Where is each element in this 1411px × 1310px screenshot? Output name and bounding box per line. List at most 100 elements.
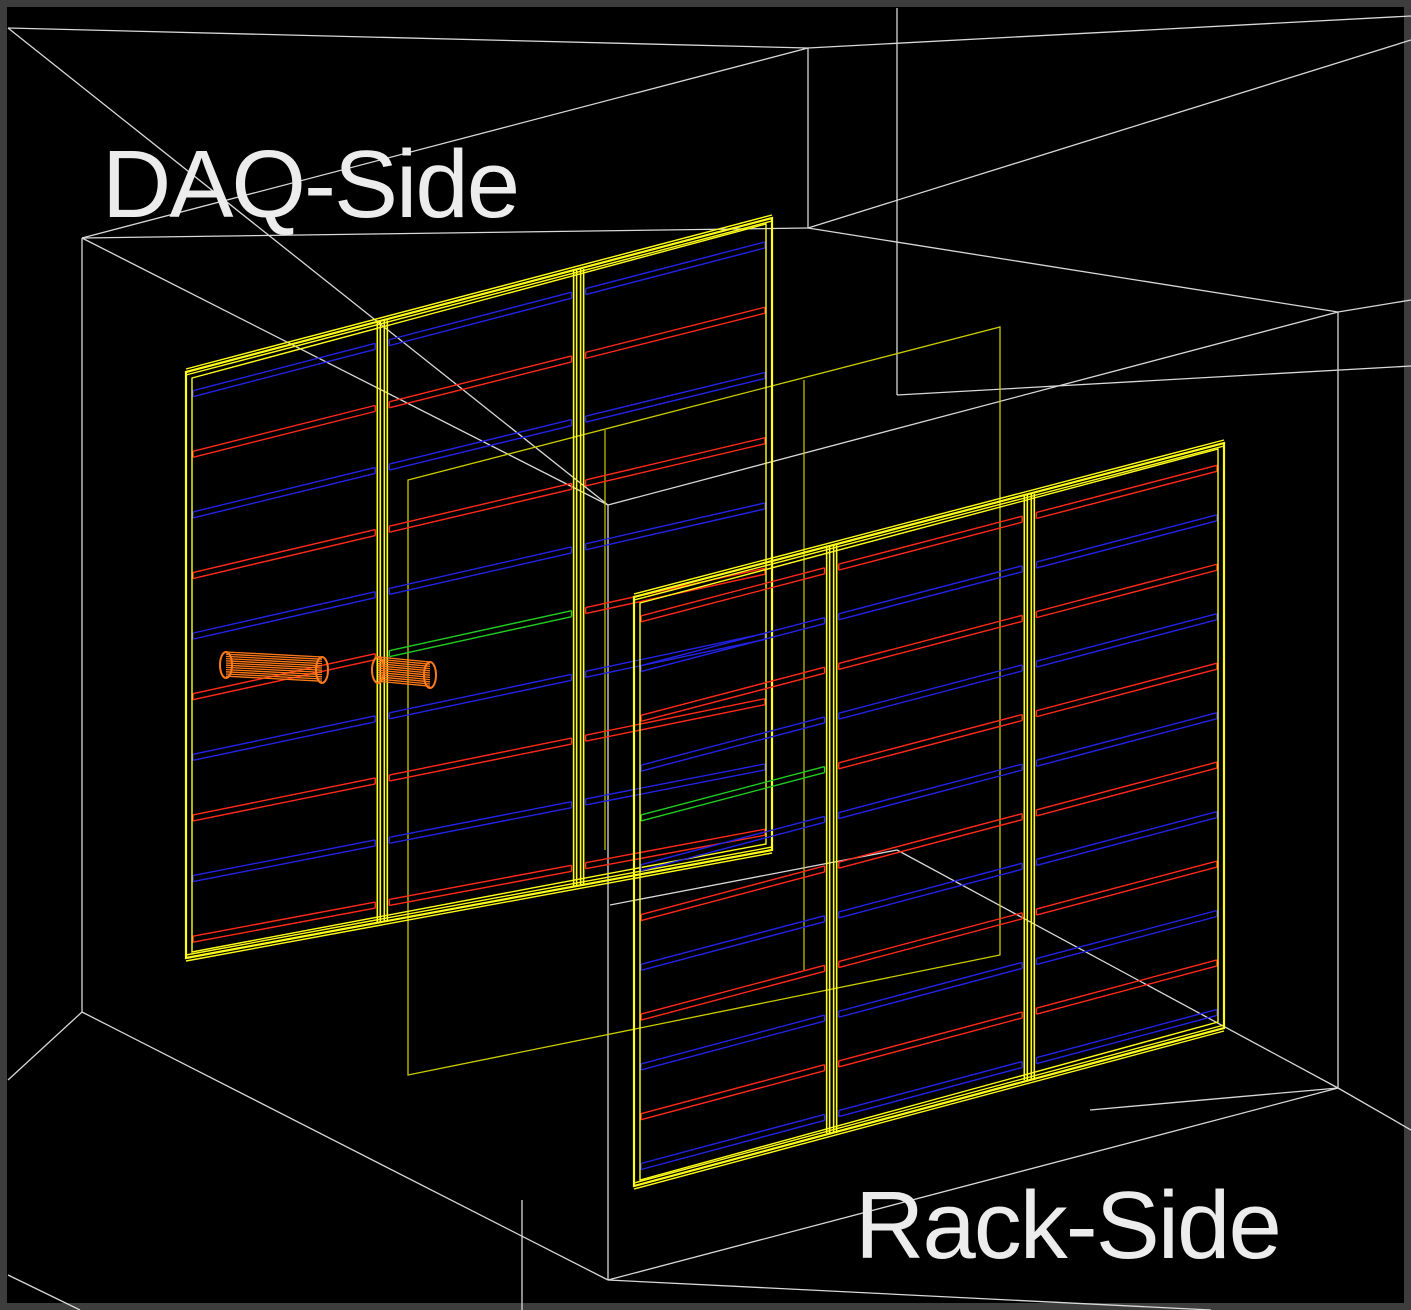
scintillator-bar — [640, 1064, 825, 1115]
panel-rail — [633, 1030, 1225, 1190]
scintillator-bar — [640, 672, 825, 723]
scintillator-bar — [640, 871, 825, 922]
room-edge — [607, 311, 1339, 506]
panel-rail — [185, 214, 773, 370]
scintillator-bar — [389, 424, 572, 471]
scintillator-bar — [1036, 563, 1218, 613]
panel-rail — [185, 852, 773, 962]
scintillator-bar — [192, 472, 376, 519]
target-wire — [225, 657, 323, 665]
room-edge — [607, 1087, 1339, 1281]
scintillator-bar — [585, 638, 766, 679]
scintillator-bar — [838, 620, 1023, 671]
scintillator-bar — [585, 437, 766, 481]
scintillator-bar — [585, 704, 766, 742]
scintillator-bar — [1036, 866, 1218, 916]
scintillator-bar — [585, 698, 766, 736]
target-wire — [377, 673, 431, 681]
scintillator-bar — [1036, 613, 1218, 662]
scintillator-bar — [585, 632, 766, 673]
scintillator-bar — [640, 622, 825, 673]
scintillator-bar — [838, 1060, 1023, 1112]
scintillator-bar — [192, 534, 376, 580]
scintillator-bar — [389, 291, 572, 341]
scintillator-bar — [640, 1119, 825, 1171]
room-edge — [7, 1274, 81, 1310]
scintillator-bar — [838, 565, 1023, 615]
panel-rail — [633, 439, 1225, 595]
scintillator-bar — [192, 845, 376, 883]
panel-rail — [185, 846, 773, 956]
panel-frame-inner — [639, 448, 1219, 1181]
scintillator-bar — [1036, 816, 1218, 867]
target-wire — [225, 655, 323, 663]
scintillator-bar — [640, 616, 825, 667]
room-edge — [7, 27, 609, 506]
room-edge — [896, 365, 1411, 396]
scintillator-bar — [389, 679, 572, 720]
scintillator-bar — [389, 488, 572, 533]
scintillator-bar — [838, 614, 1023, 665]
target-end-cap — [423, 661, 437, 689]
scintillator-bar — [1036, 959, 1218, 1009]
scintillator-bar — [585, 306, 766, 354]
scintillator-bar — [640, 666, 825, 717]
scintillator-bar — [838, 812, 1023, 863]
scintillator-bar — [192, 410, 376, 458]
target-wire — [377, 658, 431, 665]
target-cylinder — [219, 651, 437, 689]
scintillator-bar — [585, 763, 766, 800]
scintillator-bar — [640, 765, 825, 816]
scintillator-bar — [389, 806, 572, 844]
room-edge — [896, 849, 1339, 1089]
room-edge — [1337, 299, 1411, 313]
scintillator-bar — [838, 1066, 1023, 1118]
scintillator-bar — [838, 515, 1023, 565]
target-wire — [377, 656, 431, 663]
scintillator-bar — [640, 964, 825, 1015]
scintillator-bar — [1036, 514, 1218, 563]
scintillator-bar — [585, 567, 766, 609]
room-edge — [81, 237, 609, 506]
scintillator-bar — [192, 596, 376, 640]
target-wire — [377, 665, 431, 672]
scintillator-bar — [192, 348, 376, 398]
scintillator-bar — [1036, 860, 1218, 910]
scintillator-bar — [192, 907, 376, 943]
target-wire — [377, 680, 431, 687]
scintillator-bar — [1036, 915, 1218, 966]
scintillator-bar — [838, 664, 1023, 714]
scintillator-bar — [585, 508, 766, 551]
scintillator-bar — [192, 466, 376, 513]
scintillator-bar — [838, 1011, 1023, 1062]
scintillator-bar — [640, 1020, 825, 1071]
scintillator-bar — [1036, 711, 1218, 762]
scintillator-bar — [192, 715, 376, 756]
room-edge — [607, 1279, 1212, 1310]
scintillator-bar — [389, 673, 572, 714]
scintillator-bar — [838, 763, 1023, 814]
scintillator-bar — [640, 567, 825, 617]
scintillator-bar — [389, 297, 572, 347]
target-wire — [225, 653, 323, 660]
scintillator-bar — [389, 609, 572, 652]
target-end-cap — [371, 656, 385, 684]
scintillator-bar — [640, 970, 825, 1021]
scintillator-bar — [838, 818, 1023, 869]
room-wireframe — [7, 8, 1411, 1310]
scintillator-bar — [585, 834, 766, 870]
rack-side-label: Rack-Side — [855, 1172, 1282, 1279]
scintillator-bar — [585, 371, 766, 417]
scintillator-bar — [1036, 619, 1218, 668]
scintillator-bar — [389, 418, 572, 465]
scintillator-bar — [585, 769, 766, 806]
scintillator-bar — [640, 722, 825, 772]
room-edge — [81, 47, 809, 239]
room-edge — [7, 1011, 83, 1081]
scintillator-bar — [585, 241, 766, 290]
scintillator-bar — [192, 528, 376, 574]
scintillator-bar — [640, 1113, 825, 1165]
room-edge — [81, 1011, 609, 1281]
scintillator-bar — [389, 361, 572, 409]
